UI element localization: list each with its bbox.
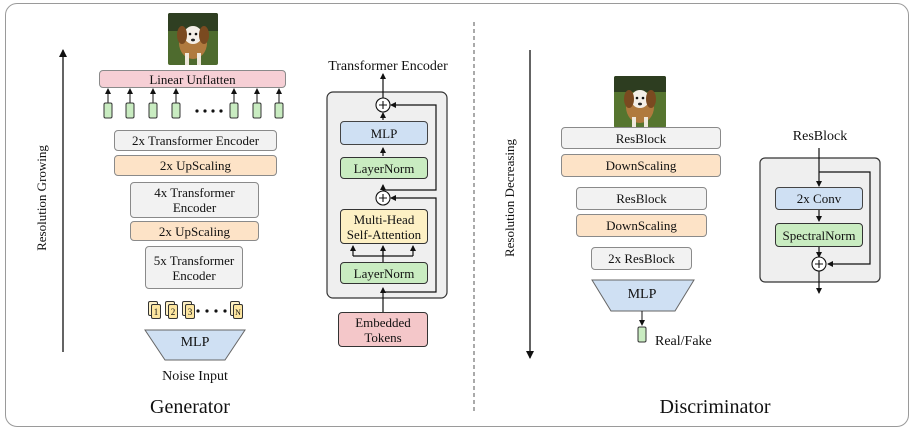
discriminator-resblock-2: ResBlock: [576, 187, 707, 210]
real-fake-token: [637, 326, 647, 343]
input-ellipsis: [196, 309, 227, 313]
encoder-mlp-block: MLP: [340, 121, 428, 145]
discriminator-mlp-shape: [591, 279, 695, 312]
input-token-label: 2: [168, 304, 178, 319]
encoder-attention-block: Multi-Head Self-Attention: [340, 209, 428, 244]
discriminator-mlp-label: MLP: [627, 287, 657, 302]
input-dog-image: [614, 76, 666, 128]
generator-encoder-4x: 4x Transformer Encoder: [130, 182, 259, 218]
generator-upscaling-2: 2x UpScaling: [130, 221, 259, 241]
noise-input-label: Noise Input: [162, 369, 228, 384]
generator-mlp-label: MLP: [180, 335, 210, 350]
resolution-growing-label: Resolution Growing: [34, 145, 49, 251]
discriminator-resblock-1: ResBlock: [561, 127, 721, 149]
input-token-label: 3: [185, 304, 195, 319]
generator-encoder-5x: 5x Transformer Encoder: [145, 246, 243, 289]
resblock-spectralnorm-block: SpectralNorm: [775, 223, 863, 247]
generated-dog-image: [168, 13, 218, 65]
input-token-label: N: [233, 304, 243, 319]
encoder-layernorm-top: LayerNorm: [340, 157, 428, 179]
resblock-conv-block: 2x Conv: [775, 187, 863, 210]
resolution-decreasing-label: Resolution Decreasing: [502, 138, 517, 258]
encoder-title: Transformer Encoder: [328, 59, 448, 74]
unflatten-token-arrows: [105, 88, 282, 103]
discriminator-downscaling-1: DownScaling: [561, 154, 721, 177]
generator-title: Generator: [150, 396, 230, 418]
real-fake-label: Real/Fake: [655, 334, 712, 349]
discriminator-title: Discriminator: [659, 396, 771, 418]
encoder-layernorm-bottom: LayerNorm: [340, 262, 428, 284]
output-tokens: [103, 102, 284, 119]
embedded-tokens-block: Embedded Tokens: [338, 312, 428, 347]
discriminator-downscaling-2: DownScaling: [576, 214, 707, 237]
linear-unflatten-block: Linear Unflatten: [99, 70, 286, 88]
ellipsis-dots: [195, 109, 223, 113]
generator-mlp-shape: [144, 329, 246, 361]
input-token-label: 1: [151, 304, 161, 319]
discriminator-resblock-2x: 2x ResBlock: [591, 247, 692, 270]
resblock-title: ResBlock: [792, 129, 848, 144]
generator-encoder-2x: 2x Transformer Encoder: [114, 130, 277, 151]
generator-upscaling-1: 2x UpScaling: [114, 155, 277, 176]
